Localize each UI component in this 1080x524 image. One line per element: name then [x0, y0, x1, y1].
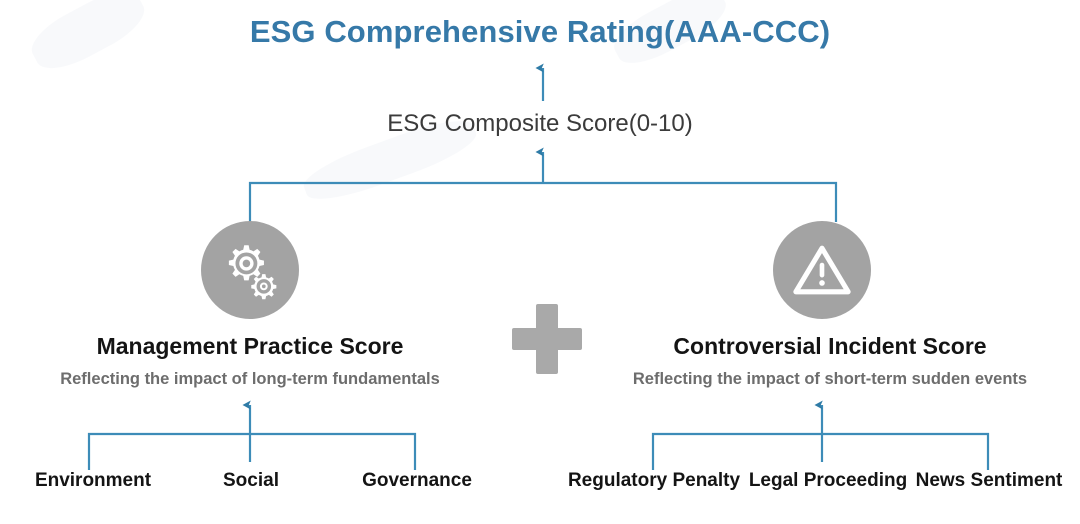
gears-icon-circle	[201, 221, 299, 319]
page-title: ESG Comprehensive Rating(AAA-CCC)	[249, 14, 831, 49]
warning-icon-circle	[773, 221, 871, 319]
leaf-governance: Governance	[362, 470, 472, 491]
leaf-legal-proceeding: Legal Proceeding	[748, 470, 908, 491]
branch-subtitle-controversial-incident: Reflecting the impact of short-term sudd…	[632, 370, 1028, 388]
leaf-environment: Environment	[34, 470, 152, 491]
leaf-social: Social	[223, 470, 279, 491]
leaf-news-sentiment: News Sentiment	[915, 470, 1063, 491]
leaf-regulatory-penalty: Regulatory Penalty	[567, 470, 741, 491]
branch-title-management-practice: Management Practice Score	[96, 333, 404, 359]
branch-subtitle-management-practice: Reflecting the impact of long-term funda…	[60, 370, 440, 388]
composite-score-label: ESG Composite Score(0-10)	[387, 110, 693, 137]
plus-sign-icon	[512, 304, 582, 374]
warning-triangle-icon	[793, 245, 851, 295]
gears-icon	[228, 245, 277, 300]
branch-title-controversial-incident: Controversial Incident Score	[673, 333, 987, 359]
